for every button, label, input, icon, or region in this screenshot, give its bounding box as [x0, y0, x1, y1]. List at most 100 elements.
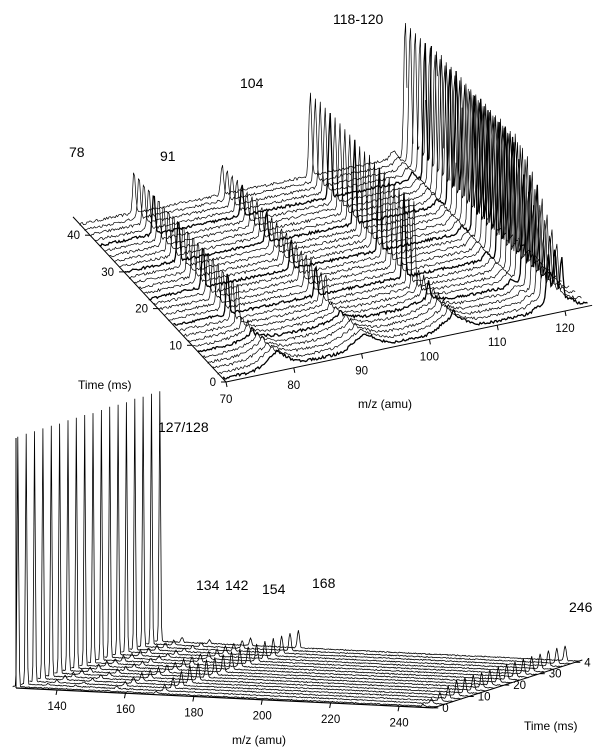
top-trace-line	[187, 142, 544, 342]
top-trace-line	[94, 38, 426, 241]
top-trace-line	[104, 47, 438, 252]
top-traces	[79, 22, 588, 380]
bottom-trace-line	[37, 428, 462, 700]
top-time-tick-label: 0	[210, 377, 216, 389]
top-trace-line	[99, 43, 433, 248]
bottom-x-axis-label: m/z (amu)	[232, 733, 286, 747]
bottom-x-tick	[260, 699, 263, 705]
top-peak-label: 78	[69, 144, 85, 160]
bottom-x-tick-label: 220	[321, 714, 340, 726]
bottom-x-axis-line	[15, 687, 434, 709]
bottom-trace-line	[154, 391, 579, 662]
top-time-tick-label: 30	[101, 267, 114, 279]
bottom-peak-label: 127/128	[158, 419, 209, 435]
top-trace-line	[178, 127, 532, 332]
bottom-x-tick	[192, 696, 195, 702]
top-x-tick	[293, 367, 296, 373]
bottom-time-tick-label: 0	[442, 703, 448, 715]
top-trace-line	[183, 133, 538, 337]
top-trace-line	[168, 117, 520, 322]
bottom-x-tick	[55, 689, 58, 696]
bottom-x-tick	[397, 706, 400, 712]
top-x-axis-line	[225, 304, 593, 383]
top-peak-label: 91	[160, 148, 176, 164]
bottom-trace-line	[87, 413, 513, 684]
bottom-trace-line	[21, 433, 446, 705]
bottom-trace-line	[96, 409, 521, 681]
bottom-peak-label: 134	[196, 577, 220, 593]
bottom-trace-line	[121, 402, 546, 673]
top-trace-line	[89, 33, 420, 237]
bottom-time-ticks: 0 10 20 30 4	[433, 657, 591, 715]
top-x-tick	[225, 381, 228, 388]
bottom-trace-line	[129, 398, 554, 671]
top-trace-line	[128, 75, 469, 280]
bottom-time-tick-label: 30	[549, 669, 562, 681]
bottom-time-axis-line	[433, 659, 583, 709]
top-x-tick-label: 110	[488, 337, 506, 349]
top-trace-line	[163, 112, 513, 316]
bottom-peak-label: 246	[569, 599, 593, 615]
bottom-trace-line	[12, 436, 437, 708]
top-time-axis-label: Time (ms)	[78, 378, 132, 392]
top-x-tick	[428, 339, 431, 345]
top-x-ticks: 70 80 90 100 110 120	[220, 310, 575, 406]
top-peak-label: 118-120	[333, 11, 384, 27]
bottom-trace-line	[137, 396, 563, 668]
top-trace-line	[123, 69, 463, 273]
top-trace-line	[148, 95, 495, 301]
top-x-tick	[564, 310, 567, 317]
top-time-ticks: 0 10 20 30 40	[67, 230, 226, 389]
bottom-trace-line	[62, 420, 487, 692]
bottom-time-tick-label: 20	[513, 680, 526, 692]
top-peak-annotations: 78 91 104 118-120	[69, 11, 384, 164]
top-time-tick-label: 40	[67, 230, 80, 242]
bottom-peak-annotations: 127/128 134 142 154 168 246	[158, 419, 593, 615]
bottom-trace-line	[112, 404, 538, 676]
bottom-peak-label: 142	[225, 577, 249, 593]
bottom-trace-line	[104, 406, 529, 679]
top-trace-line	[212, 220, 576, 369]
bottom-trace-line	[146, 393, 571, 665]
top-trace-line	[173, 122, 525, 326]
bottom-trace-line	[71, 417, 496, 689]
top-x-tick-label: 120	[555, 323, 574, 335]
top-x-tick-label: 80	[287, 380, 300, 392]
top-trace-line	[193, 158, 550, 347]
bottom-x-tick-label: 160	[116, 704, 135, 716]
top-trace-line	[133, 80, 475, 284]
top-x-tick	[496, 325, 499, 331]
bottom-peak-label: 168	[312, 575, 336, 591]
top-time-tick-label: 10	[169, 340, 182, 352]
bottom-x-tick-label: 140	[47, 701, 66, 713]
top-x-tick	[361, 353, 364, 359]
top-x-tick-label: 90	[355, 366, 368, 378]
top-trace-line	[114, 59, 451, 263]
top-waterfall-chart: 70 80 90 100 110 120 0 10 20 30 40 m/z (amu) Time…	[67, 11, 593, 411]
top-peak-label: 104	[240, 75, 264, 91]
bottom-x-tick-label: 200	[253, 711, 272, 723]
bottom-peak-label: 154	[262, 581, 286, 597]
bottom-time-tick-label: 10	[478, 691, 491, 703]
bottom-traces	[12, 391, 579, 708]
top-x-tick-label: 70	[220, 394, 233, 406]
top-time-tick-label: 20	[135, 304, 148, 316]
bottom-trace-line	[54, 423, 479, 694]
bottom-trace-line	[29, 431, 454, 703]
bottom-x-tick-label: 180	[184, 707, 203, 719]
top-trace-line	[158, 106, 507, 311]
top-x-tick-label: 100	[420, 351, 439, 363]
bottom-time-tick-label: 4	[584, 657, 591, 669]
top-trace-line	[79, 22, 408, 226]
top-x-axis-label: m/z (amu)	[358, 397, 412, 411]
bottom-x-tick	[329, 702, 332, 709]
top-trace-line	[222, 249, 588, 380]
bottom-trace-line	[79, 414, 504, 687]
bottom-trace-line	[45, 425, 471, 697]
top-trace-line	[153, 102, 501, 305]
top-trace-line	[197, 174, 557, 353]
bottom-x-tick	[123, 693, 126, 699]
